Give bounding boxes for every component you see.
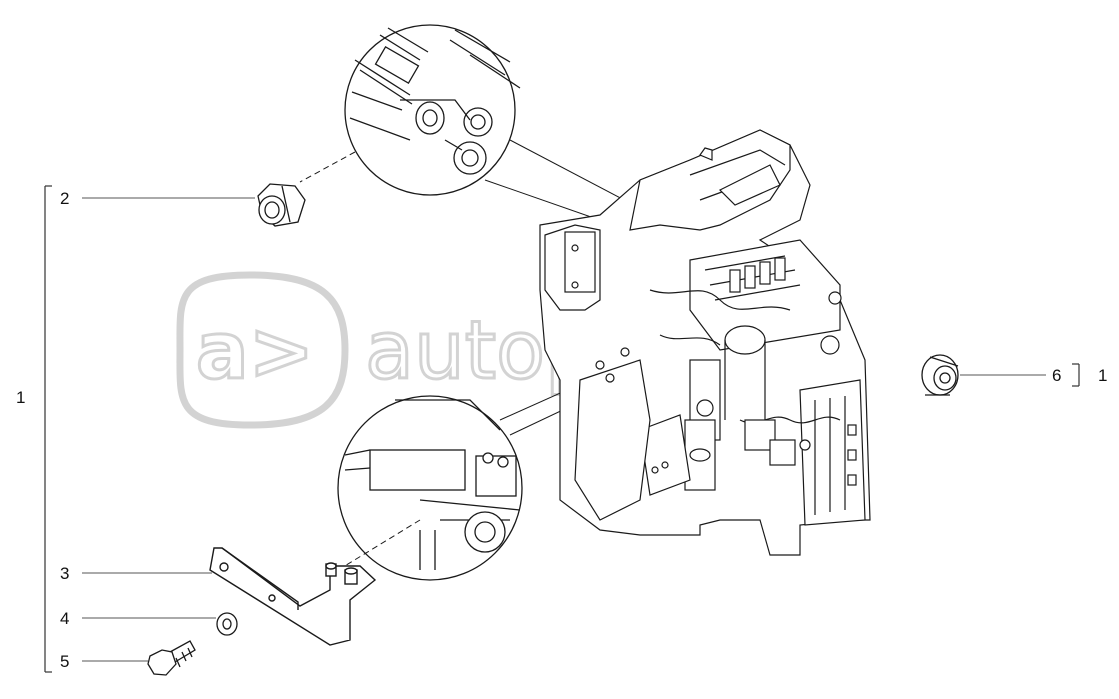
group-bracket bbox=[44, 185, 52, 673]
callout-4: 4 bbox=[60, 609, 70, 628]
right-bracket bbox=[1072, 363, 1080, 387]
callout-3: 3 bbox=[60, 564, 70, 583]
tractor-rear-assembly bbox=[539, 129, 871, 556]
washer-part-4 bbox=[216, 612, 238, 636]
callout-6: 6 bbox=[1052, 366, 1062, 385]
right-group-label: 1 bbox=[1098, 366, 1108, 385]
bracket-part-3 bbox=[209, 547, 377, 646]
leader-lines bbox=[82, 197, 1046, 662]
group-label: 1 bbox=[16, 388, 26, 407]
callout-2: 2 bbox=[60, 189, 70, 208]
detail-circle-top bbox=[344, 24, 521, 196]
watermark-logo-glyph: a> bbox=[196, 307, 314, 397]
grommet-part-6 bbox=[921, 354, 959, 396]
nut-part-2 bbox=[257, 183, 306, 227]
callout-5: 5 bbox=[60, 652, 70, 671]
detail-circle-bottom bbox=[337, 395, 523, 581]
bolt-part-5 bbox=[147, 640, 196, 676]
watermark-logo-frame bbox=[176, 271, 349, 429]
